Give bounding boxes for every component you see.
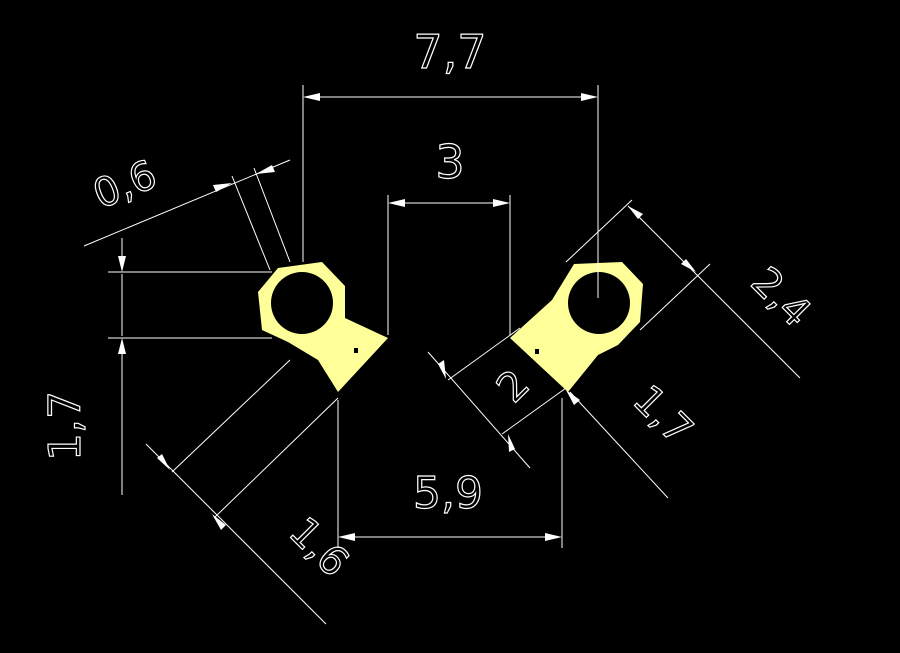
dim-lead-width-right: 1,7: [566, 376, 702, 499]
left-pad-hole: [271, 272, 333, 334]
label-lead-spacing: 5,9: [413, 468, 483, 519]
right-pad-body: [510, 262, 643, 392]
dim-lead-height: 1,7: [39, 238, 272, 495]
label-lead-width-left: 1,6: [280, 509, 358, 587]
label-overall-width: 7,7: [413, 25, 486, 79]
label-lead-height: 1,7: [40, 391, 91, 461]
dim-lead-width-left: 1,6: [145, 359, 358, 625]
dim-pad-width-left: 0,6: [83, 151, 291, 271]
label-lead-width-right: 1,7: [624, 377, 702, 455]
dim-overall-width: 7,7: [302, 24, 599, 298]
right-pad: [510, 262, 643, 392]
dim-lead-spacing: 5,9: [337, 398, 563, 548]
right-pad-hole: [568, 272, 630, 334]
label-pad-diagonal: 2,4: [742, 259, 820, 337]
left-pad: [258, 262, 388, 392]
left-pad-mark: [354, 348, 358, 353]
label-pad-offset: 2: [488, 361, 539, 412]
label-inner-gap: 3: [435, 135, 464, 189]
right-pad-mark: [535, 349, 539, 354]
dim-inner-gap: 3: [387, 134, 511, 335]
label-pad-width-left: 0,6: [87, 152, 163, 218]
